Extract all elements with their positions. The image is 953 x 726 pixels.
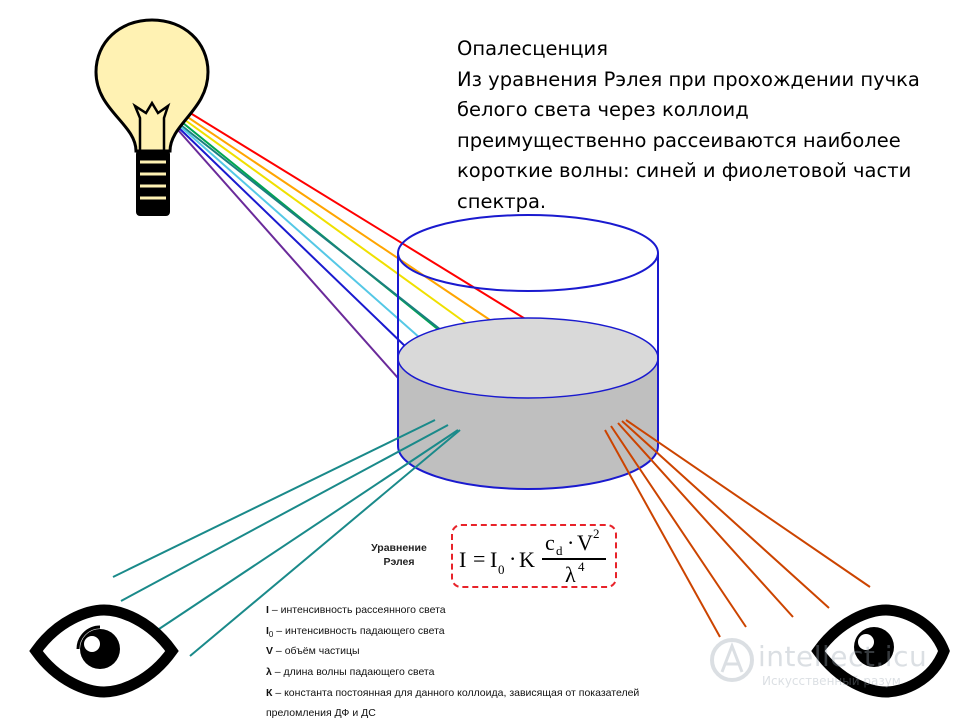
rayleigh-formula-box: I = I 0 · K c d · V 2 λ 4 — [451, 524, 617, 588]
formula-lambda: λ — [565, 562, 576, 587]
scatter-long-1 — [604, 429, 721, 638]
bulb-filament — [132, 100, 171, 150]
description-line-4: короткие волны: синей и фиолетовой части — [457, 159, 912, 182]
legend-symbol: К — [266, 686, 273, 699]
eye-left-highlight — [84, 636, 100, 652]
formula-dot-2: · — [567, 530, 575, 555]
scattered-short-waves — [112, 419, 461, 657]
beam-orange — [185, 115, 494, 323]
scatter-short-3 — [152, 429, 459, 634]
watermark: intellect.icu Искусственный разум — [708, 634, 948, 698]
scatter-long-4 — [621, 420, 830, 609]
opalescence-diagram — [29, 18, 950, 698]
logo-circle — [710, 638, 754, 682]
legend-row: V – объём частицы — [266, 643, 746, 664]
equation-label-line-1: Уравнение — [371, 542, 427, 554]
formula-v: V — [577, 530, 593, 555]
eye-icon-left — [29, 604, 179, 698]
beam-blue — [179, 128, 409, 350]
legend-text: – константа постоянная для данного колло… — [272, 686, 640, 699]
legend-text: – объём частицы — [273, 645, 360, 658]
logo-letter — [720, 641, 744, 673]
legend-symbol: I — [266, 604, 269, 616]
legend-text: преломления ДФ и ДС — [266, 707, 376, 720]
vessel — [397, 214, 659, 490]
legend-text: – длина волны падающего света — [271, 666, 435, 679]
description-title: Опалесценция — [457, 37, 608, 60]
bulb-base — [136, 150, 170, 216]
formula-i0-sub: 0 — [498, 562, 505, 577]
legend-symbol: V — [266, 645, 274, 658]
scatter-short-1 — [112, 419, 436, 578]
equation-label: Уравнение Рэлея — [356, 541, 442, 569]
beam-yellow — [184, 119, 471, 327]
legend-row: преломления ДФ и ДС — [266, 705, 746, 726]
formula-v-sup: 2 — [593, 526, 600, 541]
legend-row: К – константа постоянная для данного кол… — [266, 685, 746, 706]
lightbulb-icon — [94, 18, 210, 216]
rayleigh-formula: I = I 0 · K c d · V 2 λ 4 — [453, 526, 619, 590]
eye-left-arc — [76, 625, 101, 650]
formula-lambda-sup: 4 — [578, 559, 585, 574]
scattered-long-waves — [604, 419, 871, 638]
scatter-long-2 — [610, 425, 747, 628]
beam-teal — [181, 125, 442, 331]
description-line-5: спектра. — [457, 189, 547, 213]
description-line-1: Из уравнения Рэлея при прохождении пучка — [457, 67, 920, 91]
beam-violet — [177, 129, 399, 379]
formula-fraction-bar — [542, 558, 606, 560]
legend-symbol: I — [266, 624, 269, 637]
legend-subscript: 0 — [268, 629, 274, 639]
formula-k: K — [519, 547, 535, 572]
bulb-glass — [94, 18, 210, 153]
description-text: Опалесценция Из уравнения Рэлея при прох… — [457, 34, 947, 217]
scatter-short-4 — [189, 429, 461, 657]
eye-right-highlight — [858, 634, 874, 650]
equation-label-line-2: Рэлея — [383, 556, 415, 568]
eye-icon-right — [811, 604, 950, 698]
intellect-logo-icon — [710, 638, 754, 682]
watermark-main: intellect.icu — [758, 640, 928, 673]
vessel-rim — [397, 214, 659, 292]
legend-row: I0 – интенсивность падающего света — [266, 623, 746, 644]
formula-i0: I — [490, 547, 498, 572]
scatter-long-3 — [617, 422, 794, 618]
legend-text: – интенсивность рассеянного света — [268, 604, 446, 616]
description-line-3: преимущественно рассеиваются наиболее — [457, 128, 901, 152]
liquid-surface — [397, 317, 659, 399]
description-line-2: белого света через коллоид — [457, 98, 749, 121]
formula-dot-1: · — [509, 546, 517, 571]
formula-lhs: I — [459, 547, 467, 572]
vessel-bottom-edge — [397, 445, 659, 490]
beam-red — [186, 110, 528, 321]
beam-cyan — [180, 126, 421, 339]
scatter-long-5 — [625, 419, 871, 588]
formula-cd: c — [545, 530, 555, 555]
watermark-sub: Искусственный разум — [762, 674, 901, 688]
formula-equals: = — [473, 546, 486, 571]
legend-row: λ – длина волны падающего света — [266, 664, 746, 685]
light-beams — [177, 110, 528, 379]
formula-cd-sub: d — [556, 543, 563, 558]
legend-row: I – интенсивность рассеянного света — [266, 602, 746, 623]
formula-legend: I – интенсивность рассеянного света I0 –… — [266, 602, 746, 726]
legend-symbol: λ — [266, 666, 272, 679]
scatter-short-2 — [120, 424, 449, 602]
legend-text: – интенсивность падающего света — [273, 624, 445, 637]
